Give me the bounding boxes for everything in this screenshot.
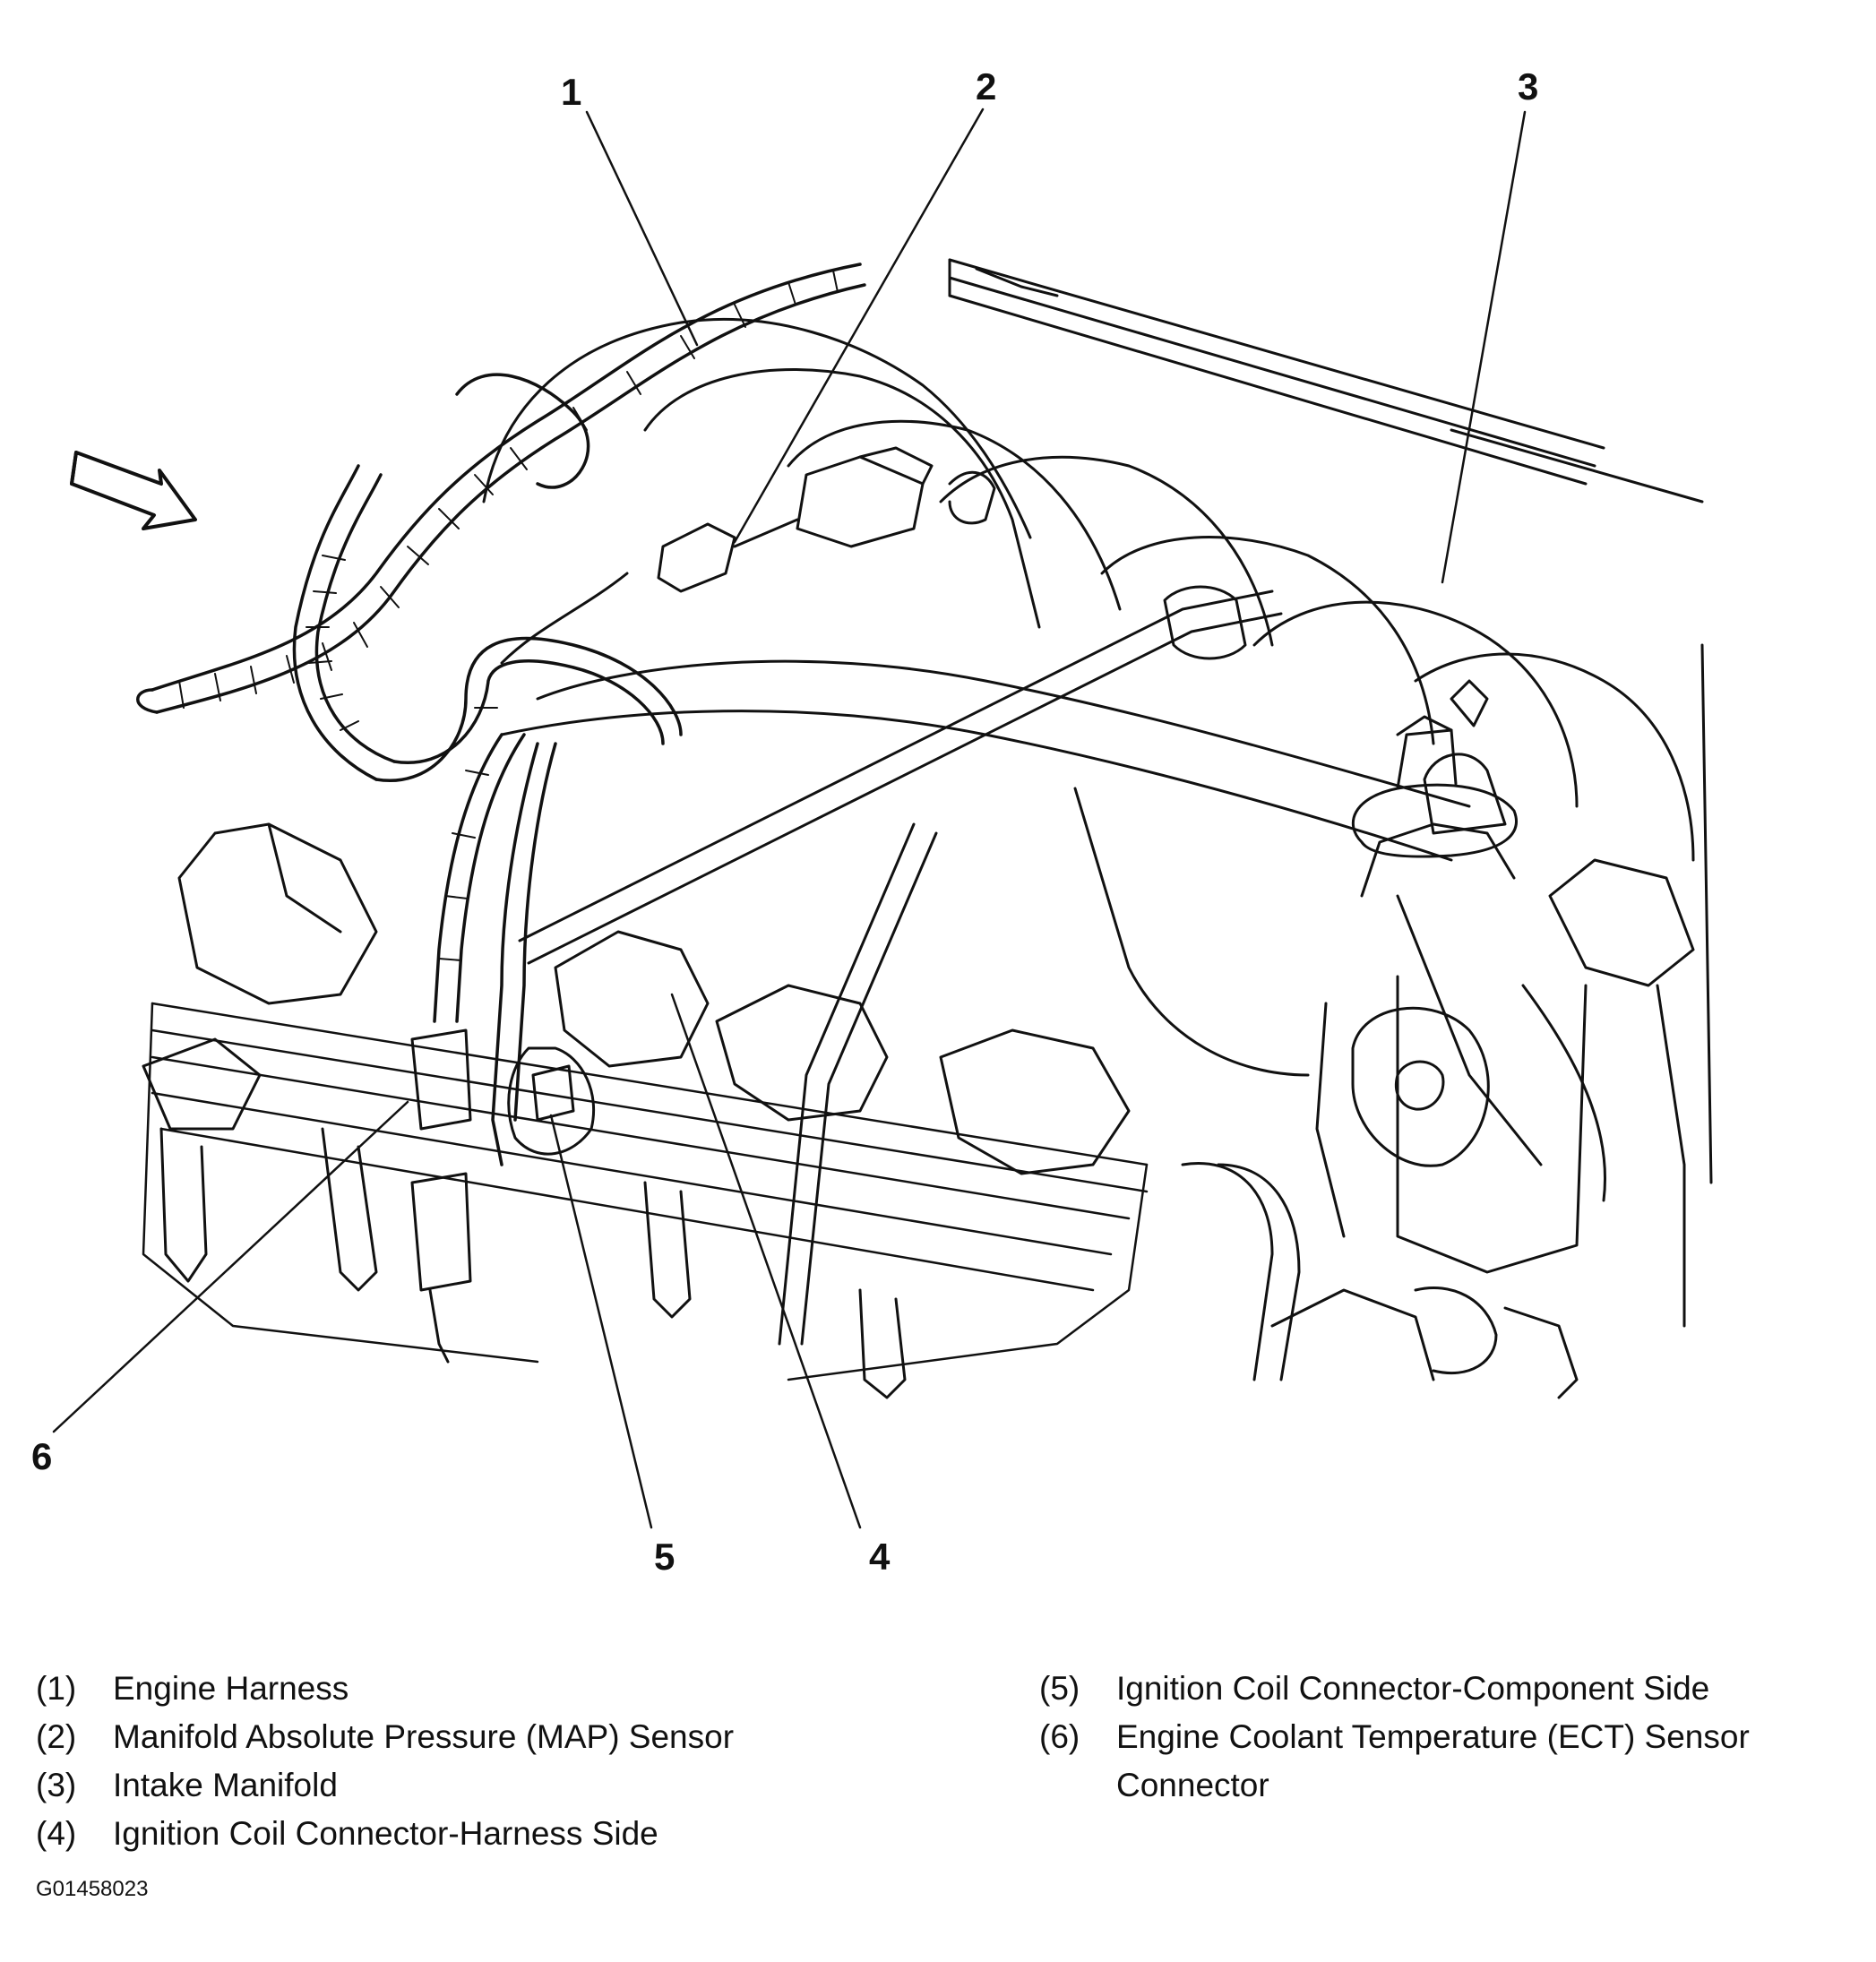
legend-item: (2) Manifold Absolute Pressure (MAP) Sen… [36, 1713, 734, 1761]
callout-5: 5 [654, 1536, 676, 1578]
engine-harness [136, 262, 866, 1166]
parts-legend: (1) Engine Harness (2) Manifold Absolute… [36, 1665, 1846, 1889]
intake-manifold [482, 318, 1695, 1202]
callout-2: 2 [976, 65, 997, 108]
legend-item-number: (3) [36, 1767, 77, 1803]
engine-illustration: 1 2 3 4 5 6 [31, 65, 1713, 1578]
view-direction-arrow-icon [70, 451, 197, 530]
legend-item-number: (5) [1039, 1670, 1080, 1707]
coolant-cap [1352, 715, 1518, 858]
callout-3: 3 [1518, 65, 1539, 108]
legend-column-right: (5) Ignition Coil Connector-Component Si… [1039, 1665, 1750, 1810]
legend-item-number: (1) [36, 1670, 77, 1707]
legend-item-label: Intake Manifold [113, 1767, 338, 1803]
legend-item-number: (2) [36, 1718, 77, 1755]
legend-item-number: (4) [36, 1815, 77, 1852]
leader-lines [52, 108, 1527, 1529]
leader-line-2 [733, 108, 985, 544]
ignition-coils [142, 822, 1131, 1399]
legend-item: (5) Ignition Coil Connector-Component Si… [1039, 1665, 1750, 1713]
legend-item-number: (6) [1039, 1718, 1080, 1755]
rear-frame-lines [948, 258, 1704, 503]
callout-1: 1 [561, 71, 582, 113]
leader-line-3 [1441, 110, 1527, 584]
engine-line-drawing [52, 108, 1713, 1529]
leader-line-6 [52, 1100, 409, 1433]
legend-column-left: (1) Engine Harness (2) Manifold Absolute… [36, 1665, 734, 1858]
legend-item: (3) Intake Manifold [36, 1761, 734, 1810]
figure-id: G01458023 [36, 1877, 149, 1901]
lower-engine-parts [1181, 643, 1713, 1399]
leader-line-1 [585, 110, 699, 347]
legend-item: (1) Engine Harness [36, 1665, 734, 1713]
valve-cover [142, 1002, 1149, 1381]
legend-item-label: Manifold Absolute Pressure (MAP) Sensor [113, 1718, 735, 1755]
legend-item-label: Ignition Coil Connector-Harness Side [113, 1815, 658, 1852]
legend-item-label: Engine Harness [113, 1670, 349, 1707]
throttle-body [1315, 679, 1695, 1274]
leader-line-4 [670, 993, 862, 1529]
legend-item: (6) Engine Coolant Temperature (ECT) Sen… [1039, 1713, 1750, 1810]
fuel-rail [518, 585, 1283, 1346]
leader-line-5 [549, 1114, 653, 1529]
legend-item-label: Engine Coolant Temperature (ECT) Sensor … [1116, 1718, 1750, 1803]
legend-item-label: Ignition Coil Connector-Component Side [1116, 1670, 1710, 1707]
legend-item: (4) Ignition Coil Connector-Harness Side [36, 1810, 734, 1858]
map-sensor [500, 446, 996, 665]
callout-4: 4 [869, 1536, 891, 1578]
callout-6: 6 [31, 1435, 53, 1477]
